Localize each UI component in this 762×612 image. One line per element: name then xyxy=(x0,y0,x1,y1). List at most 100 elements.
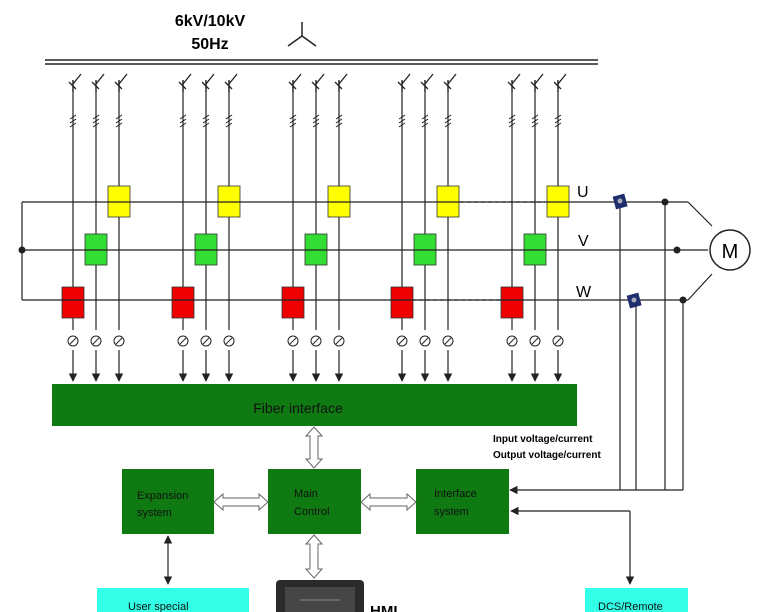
input-signal-label: Input voltage/current xyxy=(493,434,593,445)
switch-icon xyxy=(288,73,302,92)
phase-mark-icon xyxy=(202,118,210,124)
hmi-panel-icon xyxy=(276,580,364,612)
phase-mark-icon xyxy=(421,114,429,120)
power-cell-group xyxy=(390,73,460,382)
phase-mark-icon xyxy=(444,114,452,120)
neutral-point xyxy=(18,246,26,254)
power-cell-group xyxy=(500,73,570,382)
interface-system-block xyxy=(416,469,509,534)
phase-mark-icon xyxy=(179,114,187,120)
expansion-system-block xyxy=(122,469,214,534)
hmi-label: HMI xyxy=(370,603,398,612)
phase-mark-icon xyxy=(225,114,233,120)
switch-icon xyxy=(178,73,192,92)
phase-mark-icon xyxy=(398,118,406,124)
phase-mark-icon xyxy=(335,118,343,124)
expansion-main-arrow xyxy=(213,492,269,512)
phase-mark-icon xyxy=(312,114,320,120)
switch-icon xyxy=(334,73,348,92)
dcs-remote-label: DCS/Remote xyxy=(598,601,663,612)
fiber-coupler-mark xyxy=(92,337,100,345)
phase-output-lines xyxy=(21,201,713,301)
switch-icon xyxy=(68,73,82,92)
fiber-interface-label: Fiber interface xyxy=(253,400,343,416)
phase-mark-icon xyxy=(312,118,320,124)
phase-mark-icon xyxy=(115,118,123,124)
switch-icon xyxy=(224,73,238,92)
user-special-label: User special xyxy=(128,601,189,612)
fiber-coupler-mark xyxy=(508,337,516,345)
motor-icon xyxy=(709,229,751,271)
fiber-coupler-mark xyxy=(225,337,233,345)
power-cell-w xyxy=(390,286,414,319)
phase-mark-icon xyxy=(398,122,406,128)
expansion-system-label-2: system xyxy=(137,507,172,519)
current-sensor-icon xyxy=(626,292,642,309)
fiber-main-arrow xyxy=(304,426,324,469)
motor-label: M xyxy=(722,241,739,263)
current-sensor-icon xyxy=(612,193,628,210)
phase-mark-icon xyxy=(335,122,343,128)
fiber-coupler-mark xyxy=(531,337,539,345)
main-control-label-1: Main xyxy=(294,488,318,500)
dcs-remote-block xyxy=(585,588,688,612)
phase-mark-icon xyxy=(554,114,562,120)
switch-icon xyxy=(420,73,434,92)
switch-icon xyxy=(91,73,105,92)
phase-mark-icon xyxy=(202,122,210,128)
main-hmi-arrow xyxy=(304,534,324,579)
switch-icon xyxy=(530,73,544,92)
measurement-feedback-lines xyxy=(509,202,684,495)
main-control-label-2: Control xyxy=(294,506,329,518)
phase-mark-icon xyxy=(508,122,516,128)
phase-mark-icon xyxy=(444,122,452,128)
main-interface-arrow xyxy=(360,492,417,512)
phase-mark-icon xyxy=(531,118,539,124)
fiber-coupler-mark xyxy=(115,337,123,345)
supply-voltage-label: 6kV/10kV xyxy=(175,13,246,30)
phase-mark-icon xyxy=(554,122,562,128)
phase-mark-icon xyxy=(398,114,406,120)
phase-mark-icon xyxy=(289,122,297,128)
phase-mark-icon xyxy=(554,118,562,124)
dcs-link-line xyxy=(510,506,635,585)
user-special-block xyxy=(97,588,249,612)
phase-mark-icon xyxy=(421,122,429,128)
phase-mark-icon xyxy=(69,118,77,124)
switch-icon xyxy=(311,73,325,92)
phase-mark-icon xyxy=(444,118,452,124)
fiber-coupler-mark xyxy=(444,337,452,345)
main-control-block xyxy=(268,469,361,534)
phase-mark-icon xyxy=(531,114,539,120)
phase-w-label: W xyxy=(576,284,592,301)
fiber-coupler-mark xyxy=(179,337,187,345)
data-link-arrows xyxy=(213,426,417,579)
phase-mark-icon xyxy=(289,118,297,124)
phase-v-label: V xyxy=(578,233,589,250)
fiber-coupler-mark xyxy=(289,337,297,345)
phase-mark-icon xyxy=(531,122,539,128)
phase-mark-icon xyxy=(92,122,100,128)
power-cell-group xyxy=(281,73,351,382)
phase-mark-icon xyxy=(69,114,77,120)
fiber-coupler-mark xyxy=(335,337,343,345)
switch-icon xyxy=(507,73,521,92)
phase-mark-icon xyxy=(115,114,123,120)
phase-mark-icon xyxy=(312,122,320,128)
fiber-coupler-mark xyxy=(69,337,77,345)
power-cell-w xyxy=(61,286,85,319)
phase-mark-icon xyxy=(225,122,233,128)
power-cell-group xyxy=(171,73,241,382)
fiber-coupler-mark xyxy=(421,337,429,345)
phase-mark-icon xyxy=(115,122,123,128)
power-cell-w xyxy=(500,286,524,319)
phase-mark-icon xyxy=(92,114,100,120)
fiber-coupler-mark xyxy=(202,337,210,345)
phase-mark-icon xyxy=(225,118,233,124)
switch-icon xyxy=(397,73,411,92)
expansion-system-label-1: Expansion xyxy=(137,490,188,502)
supply-frequency-label: 50Hz xyxy=(191,36,228,53)
phase-mark-icon xyxy=(179,118,187,124)
switch-icon xyxy=(553,73,567,92)
